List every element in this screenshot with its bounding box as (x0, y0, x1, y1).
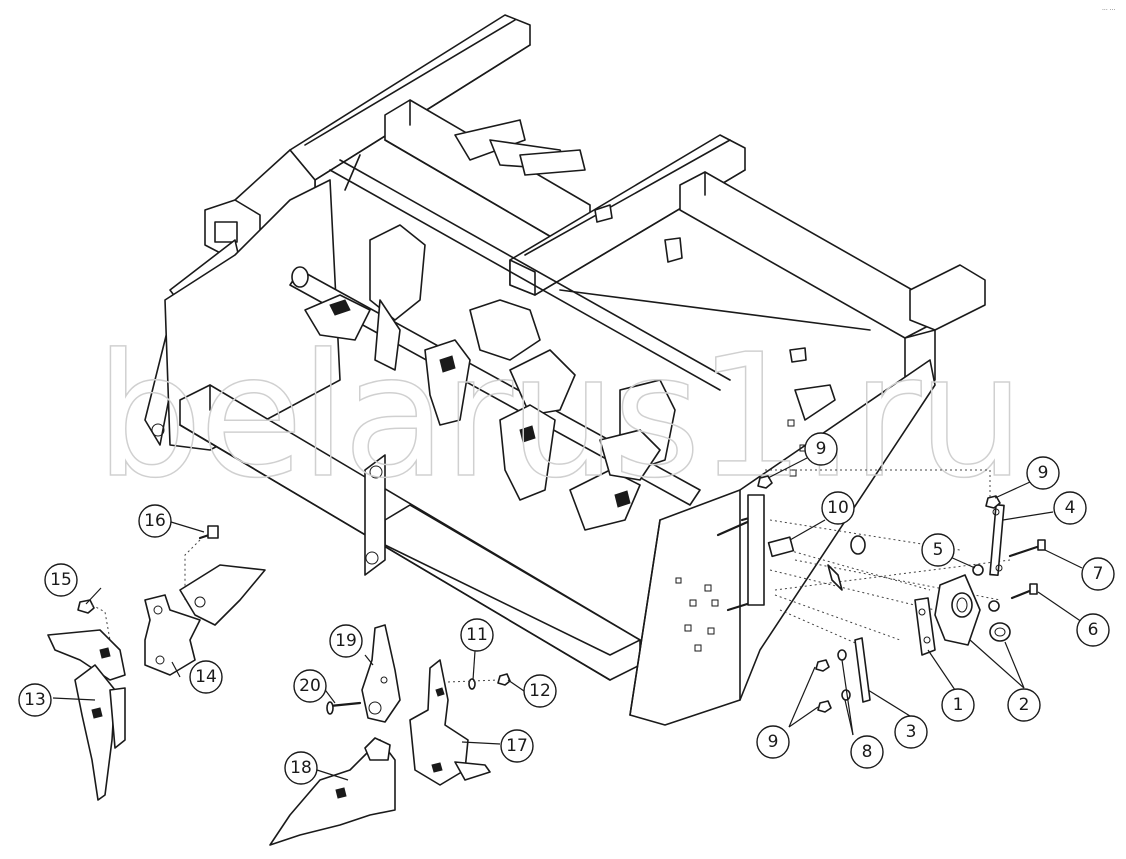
part-16-bolt (184, 525, 219, 600)
callout-19-label: 19 (335, 631, 357, 651)
callout-6-label: 6 (1088, 620, 1099, 640)
part-9-nut-top (757, 475, 1001, 509)
callout-7: 7 (1081, 557, 1115, 591)
callout-13-label: 13 (24, 690, 46, 710)
callout-17: 17 (500, 729, 534, 763)
rotor-assembly (289, 224, 701, 531)
callout-13: 13 (18, 683, 52, 717)
callout-18-label: 18 (290, 758, 312, 778)
callout-14-label: 14 (195, 667, 217, 687)
part-19-plate (361, 624, 401, 723)
part-14-bracket (144, 564, 266, 676)
part-17-tine (409, 659, 491, 786)
callout-5-label: 5 (933, 540, 944, 560)
callout-4: 4 (1053, 491, 1087, 525)
part-3-strap (854, 637, 871, 703)
callout-15-label: 15 (50, 570, 72, 590)
part-18-tine (269, 737, 396, 846)
callout-9-upper: 9 (804, 432, 838, 466)
main-frame (144, 14, 986, 726)
part-9-nuts-lower (815, 659, 832, 713)
callout-2-label: 2 (1019, 695, 1030, 715)
tooth-cluster-1 (304, 224, 426, 371)
callout-1-label: 1 (953, 695, 964, 715)
part-15-nut (77, 599, 111, 641)
part-5-washer (972, 564, 1000, 612)
part-10-pin (767, 535, 866, 591)
callout-11-label: 11 (466, 625, 488, 645)
callout-5: 5 (921, 533, 955, 567)
part-6-bolt (1010, 583, 1038, 600)
tooth-cluster-4 (569, 379, 676, 531)
callout-10: 10 (821, 491, 855, 525)
callout-9-lower: 9 (756, 725, 790, 759)
callout-19: 19 (329, 624, 363, 658)
part-20-pin (326, 701, 362, 715)
tooth-cluster-3 (499, 349, 576, 501)
callout-6: 6 (1076, 613, 1110, 647)
callout-4-label: 4 (1065, 498, 1076, 518)
part-7-bolt (1008, 539, 1046, 558)
corner-mark: ··· ··· (1102, 7, 1115, 14)
callout-20: 20 (293, 669, 327, 703)
watermark: belarus1.ru (95, 318, 1021, 516)
callout-20-label: 20 (299, 676, 321, 696)
callout-12-label: 12 (529, 681, 551, 701)
callout-9-lower-label: 9 (768, 732, 779, 752)
part-2-bearing (934, 574, 1011, 646)
callout-9-upper-label: 9 (816, 439, 827, 459)
part-13-tine (47, 629, 126, 801)
callout-9-right-label: 9 (1038, 463, 1049, 483)
callout-11: 11 (460, 618, 494, 652)
callout-12: 12 (523, 674, 557, 708)
part-4-strap (989, 503, 1005, 577)
callout-16: 16 (138, 504, 172, 538)
tooth-cluster-2 (424, 299, 541, 426)
part-1-plate (914, 597, 936, 656)
callout-14: 14 (189, 660, 223, 694)
callout-2: 2 (1007, 688, 1041, 722)
callout-15: 15 (44, 563, 78, 597)
callout-18: 18 (284, 751, 318, 785)
leader-lines (52, 457, 1083, 781)
callout-8-label: 8 (862, 742, 873, 762)
callout-7-label: 7 (1093, 564, 1104, 584)
callout-8: 8 (850, 735, 884, 769)
callout-17-label: 17 (506, 736, 528, 756)
part-11-washer (468, 678, 476, 690)
callout-1: 1 (941, 688, 975, 722)
callout-3-label: 3 (906, 722, 917, 742)
callout-16-label: 16 (144, 511, 166, 531)
callout-10-label: 10 (827, 498, 849, 518)
part-12-nut (447, 673, 511, 686)
callout-9-right: 9 (1026, 456, 1060, 490)
callout-3: 3 (894, 715, 928, 749)
